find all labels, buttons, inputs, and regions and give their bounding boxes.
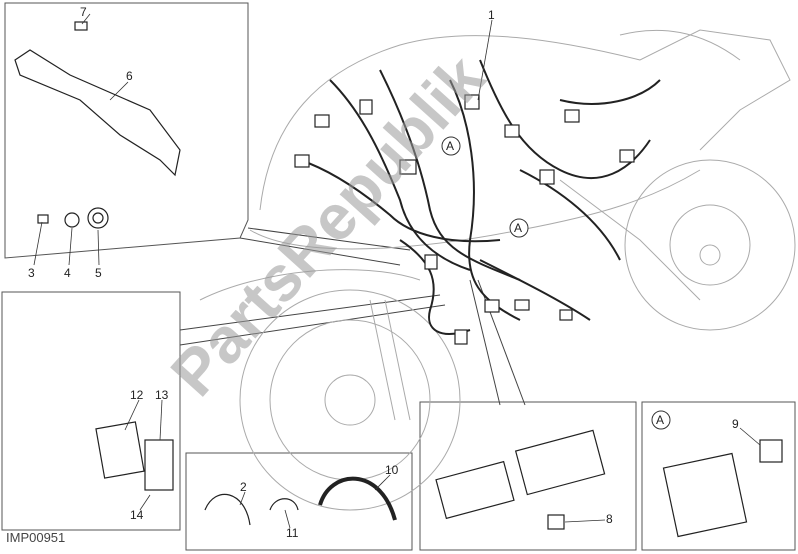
relay-box-right: [514, 429, 606, 496]
callout-13: 13: [155, 388, 169, 402]
panel-detail-a: [641, 401, 796, 551]
callout-5: 5: [95, 266, 102, 280]
diagram-code: IMP00951: [6, 530, 66, 545]
panel-relays: [419, 401, 637, 551]
callout-11: 11: [286, 526, 299, 540]
detail-marker-a-panel: A: [656, 413, 664, 427]
clamp-part-2: [204, 493, 251, 526]
callout-10: 10: [385, 463, 399, 477]
relay-box-left: [435, 460, 515, 520]
bracket-part-6: [14, 49, 181, 177]
callout-labels: 1 2 3 4 5 6 7 8 9 10 11 12 13 14: [28, 5, 739, 540]
clamp-part-11: [269, 498, 299, 511]
callout-4: 4: [64, 266, 71, 280]
watermark-logo: PartsRepublik: [157, 41, 499, 409]
strap-part-10: [318, 476, 397, 521]
clip-part-7: [74, 21, 88, 31]
wiring-harness: [299, 59, 661, 335]
detail-marker-a-2: A: [514, 221, 522, 235]
callout-1: 1: [488, 8, 495, 22]
cover-part-13: [144, 439, 174, 491]
grommet-part-5: [87, 207, 109, 229]
callout-7: 7: [80, 5, 87, 19]
washer-part-4: [64, 212, 80, 228]
part-sketches: [14, 21, 783, 538]
screw-part-3: [37, 214, 49, 224]
callout-12: 12: [130, 388, 144, 402]
callout-leaders: [33, 13, 761, 529]
connectors: [294, 94, 635, 345]
panel-clamps: [185, 452, 413, 551]
callout-6: 6: [126, 69, 133, 83]
fuse-part-8: [547, 514, 565, 530]
panel-ecu: [1, 291, 181, 531]
relay-block: [662, 452, 748, 538]
callout-2: 2: [240, 480, 247, 494]
relay-part-9: [759, 439, 783, 463]
callout-3: 3: [28, 266, 35, 280]
ecu-part-12: [95, 421, 145, 479]
callout-14: 14: [130, 508, 144, 522]
callout-9: 9: [732, 417, 739, 431]
detail-marker-a-1: A: [446, 139, 454, 153]
detail-markers: A A A: [441, 136, 671, 430]
panel-bracket: [4, 2, 249, 259]
callout-8: 8: [606, 512, 613, 526]
